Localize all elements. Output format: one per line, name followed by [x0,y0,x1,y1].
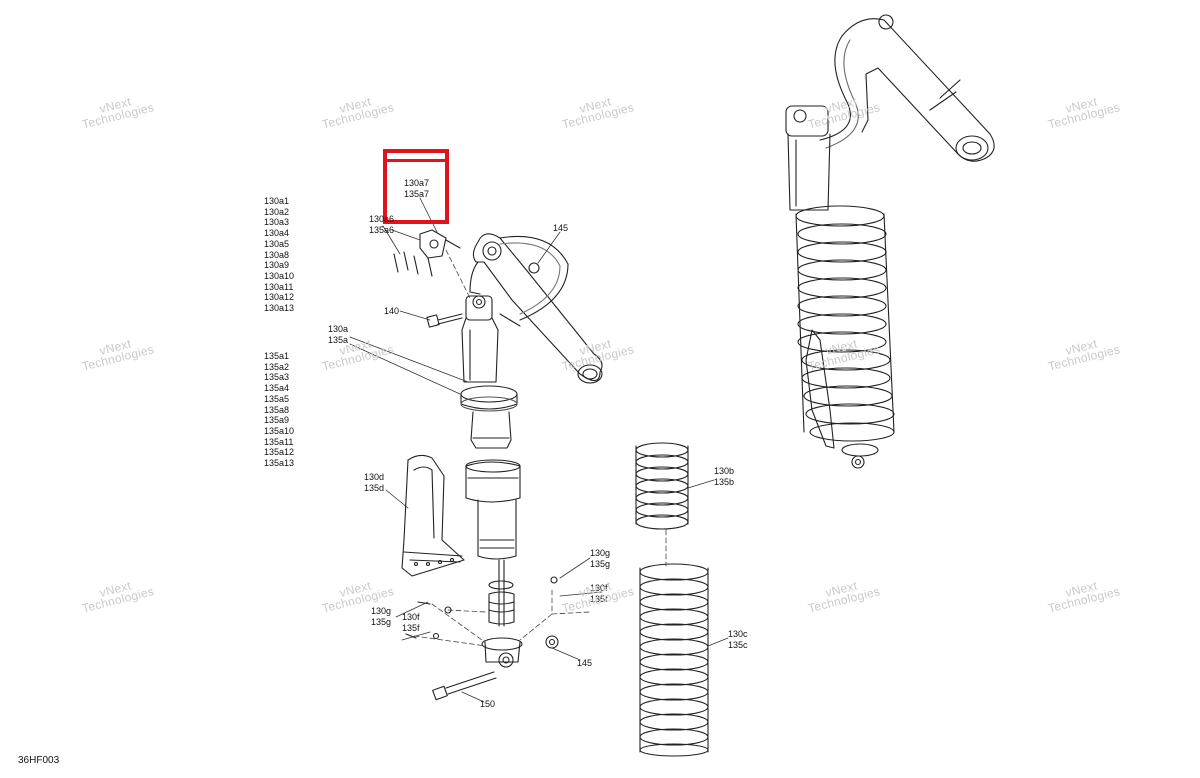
bracket-130a6[interactable] [393,229,461,277]
label-130g-right[interactable]: 130g 135g [590,548,610,569]
label-text: 130a6 [369,214,395,224]
highlight-box[interactable] [383,149,449,224]
parts-list-item[interactable]: 130a4 [264,228,290,239]
parts-list-item[interactable]: 130a1 [264,196,290,206]
parts-list-item[interactable]: 135a11 [264,436,294,447]
spring-130c[interactable] [639,563,709,757]
label-text: 130b [714,466,735,476]
parts-list-item[interactable]: 130a8 [264,249,290,260]
label-145-top[interactable]: 145 [553,223,569,233]
guard-130d[interactable] [401,454,465,577]
label-text: 135a7 [404,188,430,199]
label-130b[interactable]: 130b 135b [714,466,734,487]
label-130a7[interactable]: 130a7 135a7 [404,178,429,199]
label-text: 130g [590,548,611,558]
assembled-shock[interactable] [785,14,995,469]
parts-list-item[interactable]: 135a2 [264,361,290,372]
label-text: 135g [590,558,611,569]
label-text: 130a7 [404,178,430,188]
label-130d[interactable]: 130d 135d [364,472,384,493]
label-text: 135g [371,616,392,627]
parts-list-item[interactable]: 130a2 [264,206,290,217]
label-text: 135c [728,639,748,650]
label-130f-left[interactable]: 130f 135f [402,612,420,633]
diagram-code: 36HF003 [18,755,60,766]
label-130g-left[interactable]: 130g 135g [371,606,391,627]
label-130a6[interactable]: 130a6 135a6 [369,214,394,235]
label-text: 130g [371,606,392,616]
parts-list-item[interactable]: 130a10 [264,270,295,281]
parts-list-item[interactable]: 135a9 [264,415,290,426]
parts-list-item[interactable]: 135a13 [264,458,295,469]
parts-list-item[interactable]: 135a1 [264,351,290,361]
parts-list-item[interactable]: 135a4 [264,383,290,394]
parts-list-item[interactable]: 130a3 [264,217,290,228]
parts-list-item[interactable]: 135a3 [264,372,290,383]
parts-list-item[interactable]: 135a8 [264,404,290,415]
label-text: 135d [364,482,385,493]
parts-list-item[interactable]: 130a12 [264,292,295,303]
spring-130b[interactable] [635,442,689,530]
label-text: 135b [714,476,735,487]
label-text: 130f [402,612,420,622]
label-text: 130d [364,472,385,482]
label-text: 135a6 [369,224,395,235]
label-130c[interactable]: 130c 135c [728,629,748,650]
shock-body[interactable] [460,295,523,668]
label-text: 135f [402,622,420,633]
label-text: 130a [328,324,349,334]
label-text: 135a [328,334,349,345]
hardware-small[interactable] [405,576,559,649]
parts-list-item[interactable]: 135a10 [264,425,295,436]
shock-reservoir[interactable] [469,233,603,384]
label-text: 135f [590,593,608,604]
parts-list-item[interactable]: 130a9 [264,260,290,271]
parts-list-item[interactable]: 135a12 [264,447,295,458]
parts-list-item[interactable]: 130a13 [264,303,295,314]
parts-list-item[interactable]: 135a5 [264,393,290,404]
label-145-bottom[interactable]: 145 [577,658,593,668]
label-130a[interactable]: 130a 135a [328,324,348,345]
label-130f-right[interactable]: 130f 135f [590,583,608,604]
label-140[interactable]: 140 [384,306,400,316]
parts-list-item[interactable]: 130a5 [264,238,290,249]
label-text: 130c [728,629,748,639]
parts-list-item[interactable]: 130a11 [264,281,294,292]
bolt-140[interactable] [426,313,463,328]
label-150[interactable]: 150 [480,699,496,709]
label-text: 130f [590,583,608,593]
bolt-150[interactable] [432,671,497,701]
